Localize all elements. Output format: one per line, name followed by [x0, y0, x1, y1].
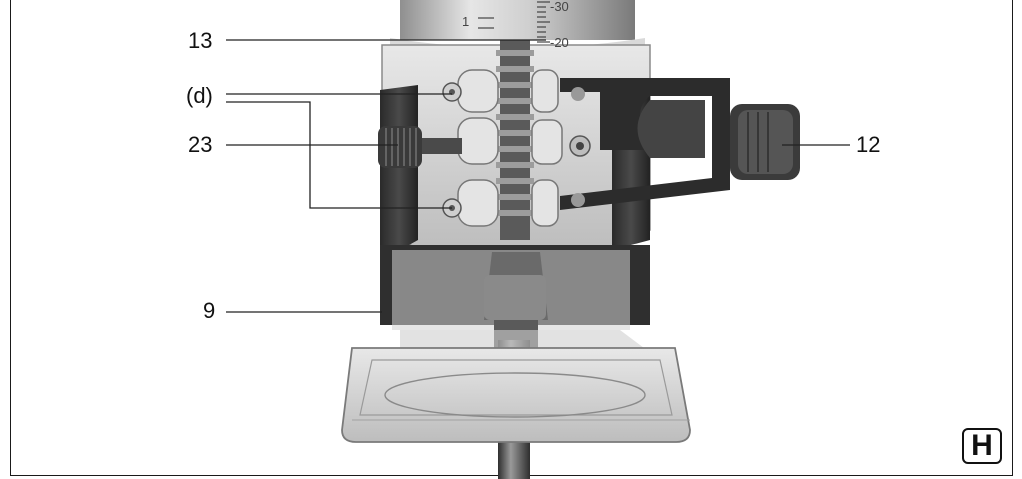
callout-label-23: 23	[188, 132, 213, 157]
fine-adjust-knob-23	[378, 126, 591, 168]
callout-label-13: 13	[188, 28, 213, 53]
figure-badge: H	[962, 428, 1002, 464]
clamp-lever-12	[560, 78, 800, 210]
callout-label-d: (d)	[186, 83, 213, 108]
scale-mark-20: -20	[550, 35, 569, 50]
callout-label-12: 12	[856, 132, 881, 157]
callout-leaders	[226, 39, 850, 313]
guide-rollers	[457, 69, 563, 227]
depth-scale	[478, 1, 550, 48]
screw-d-upper	[442, 82, 462, 102]
gear-rack	[496, 40, 534, 240]
callout-label-9: 9	[203, 298, 216, 323]
scale-mark-1: 1	[462, 14, 470, 29]
scale-mark-30: -30	[550, 0, 569, 14]
clear-base-plate	[341, 330, 691, 443]
